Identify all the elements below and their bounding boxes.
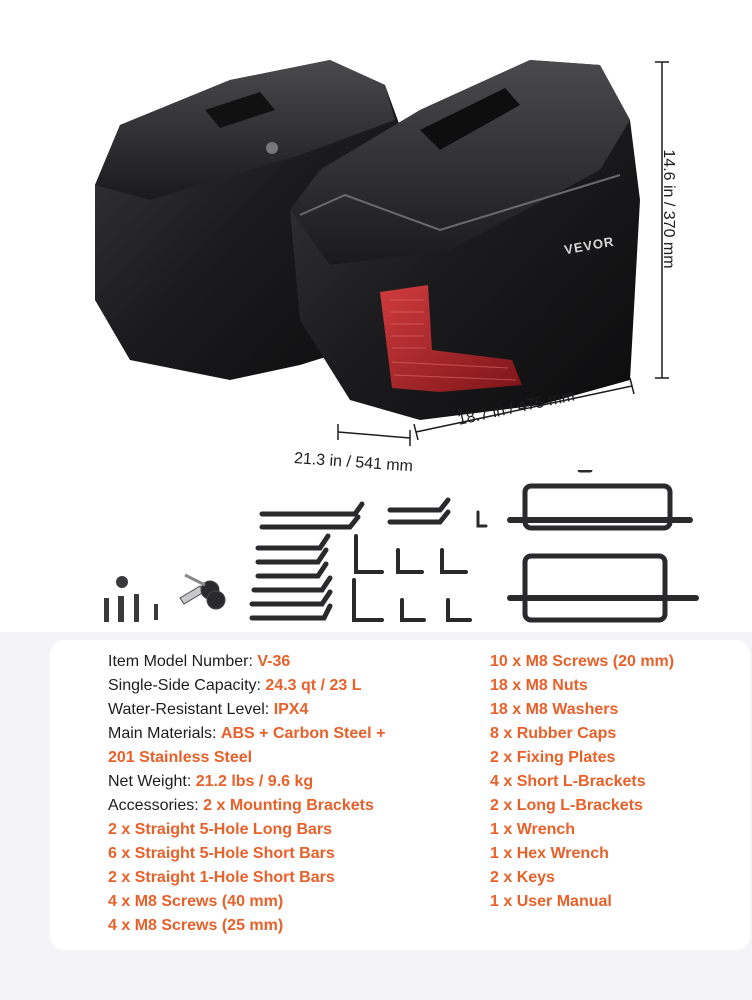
spec-line: 4 x M8 Screws (40 mm) bbox=[108, 893, 284, 910]
accessory-item: 18 x M8 Washers bbox=[490, 701, 619, 718]
accessory-item: 10 x M8 Screws (20 mm) bbox=[490, 653, 675, 670]
accessory-item: 2 x Fixing Plates bbox=[490, 749, 616, 766]
spec-line: Net Weight: 21.2 lbs / 9.6 kg bbox=[108, 773, 314, 790]
spec-line: Accessories: 2 x Mounting Brackets bbox=[108, 797, 374, 814]
accessory-item: 2 x Long L-Brackets bbox=[490, 797, 643, 814]
spec-line: 2 x Straight 1-Hole Short Bars bbox=[108, 869, 335, 886]
spec-line: Single-Side Capacity: 24.3 qt / 23 L bbox=[108, 677, 362, 694]
spec-line: 2 x Straight 5-Hole Long Bars bbox=[108, 821, 333, 838]
accessory-item: 18 x M8 Nuts bbox=[490, 677, 588, 694]
spec-line: 201 Stainless Steel bbox=[108, 749, 253, 766]
spec-line: 6 x Straight 5-Hole Short Bars bbox=[108, 845, 335, 862]
spec-line: Item Model Number: V-36 bbox=[108, 653, 291, 670]
accessories-image bbox=[104, 470, 699, 623]
height-dimension-label: 14.6 in / 370 mm bbox=[660, 149, 677, 269]
accessory-item: 4 x Short L-Brackets bbox=[490, 773, 646, 790]
spec-line: 4 x M8 Screws (25 mm) bbox=[108, 917, 284, 934]
saddlebag-product-image bbox=[95, 60, 640, 420]
accessory-item: 8 x Rubber Caps bbox=[490, 725, 617, 742]
spec-line: Main Materials: ABS + Carbon Steel + bbox=[108, 725, 386, 742]
dimension-lines bbox=[337, 61, 669, 446]
specs-left-column: Item Model Number: V-36 Single-Side Capa… bbox=[108, 650, 385, 938]
accessory-item: 1 x Wrench bbox=[490, 821, 576, 838]
spec-line: Water-Resistant Level: IPX4 bbox=[108, 701, 309, 718]
specs-right-column: 10 x M8 Screws (20 mm) 18 x M8 Nuts 18 x… bbox=[490, 650, 674, 914]
spec-card bbox=[50, 640, 750, 950]
accessory-item: 2 x Keys bbox=[490, 869, 555, 886]
accessory-item: 1 x Hex Wrench bbox=[490, 845, 609, 862]
accessory-item: 1 x User Manual bbox=[490, 893, 612, 910]
